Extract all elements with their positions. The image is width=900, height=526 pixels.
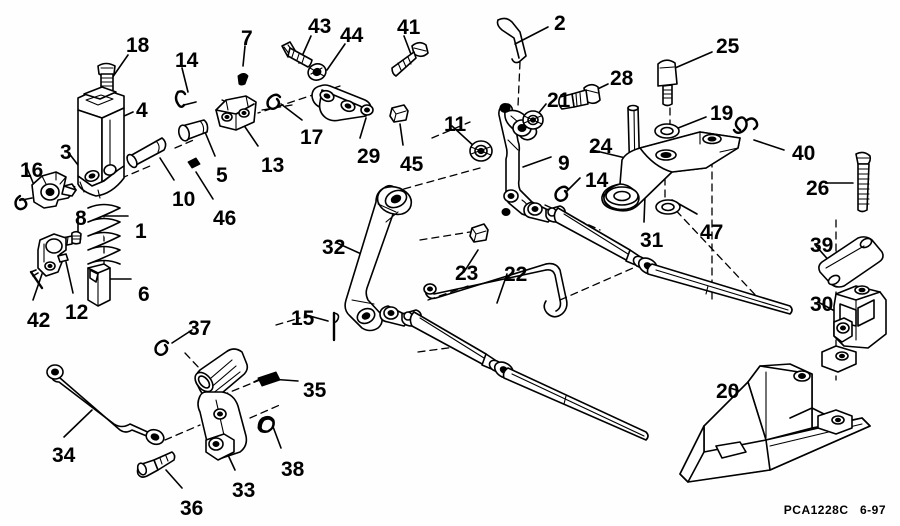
upper-rod-assembly: [523, 201, 793, 315]
lower-rod-assembly: [379, 305, 649, 441]
callout-14a: 14: [175, 49, 199, 72]
callout-19: 19: [710, 102, 734, 125]
part-22-link-rod: [423, 262, 568, 318]
part-5-sleeve: [177, 119, 209, 142]
callout-42: 42: [27, 309, 51, 332]
callout-4: 4: [136, 99, 148, 122]
callout-29: 29: [357, 145, 381, 168]
part-33-handle-grip: [194, 348, 249, 461]
callout-18: 18: [126, 34, 150, 57]
callout-37: 37: [188, 317, 212, 340]
callout-24: 24: [589, 135, 613, 158]
callout-16: 16: [20, 159, 44, 182]
callout-10: 10: [172, 188, 196, 211]
callout-44: 44: [340, 24, 364, 47]
callout-11: 11: [444, 113, 467, 136]
callout-9: 9: [558, 152, 570, 175]
part-42-cotter-pin: [29, 269, 44, 290]
diagram-footer-code: PCA1228C 6-97: [783, 503, 886, 517]
part-13-lever-block: [215, 95, 257, 131]
callout-8: 8: [75, 207, 87, 230]
callout-46: 46: [213, 207, 237, 230]
callout-45: 45: [400, 153, 424, 176]
part-10-roller-pin: [126, 137, 167, 169]
part-36-pin: [136, 451, 176, 478]
part-32-bell-crank: [344, 184, 413, 332]
part-28-fitting: [558, 83, 601, 110]
callout-13: 13: [261, 154, 285, 177]
callout-12: 12: [65, 301, 89, 324]
part-21-bushing: [522, 110, 544, 130]
callout-5: 5: [216, 164, 228, 187]
callout-2: 2: [554, 12, 566, 35]
callout-23: 23: [455, 262, 479, 285]
callout-38: 38: [281, 458, 305, 481]
part-19-washer: [654, 123, 680, 139]
part-25-shoulder-screw: [657, 59, 678, 107]
callout-22: 22: [504, 263, 528, 286]
callout-43: 43: [308, 15, 332, 38]
callout-39: 39: [810, 234, 834, 257]
callout-6: 6: [138, 283, 150, 306]
part-9-shift-lever: [498, 103, 538, 216]
part-34-link-rod: [46, 364, 165, 446]
part-26-screw: [855, 151, 872, 213]
part-2-rod-hook: [496, 17, 527, 64]
callout-14b: 14: [585, 169, 609, 192]
part-30-bracket: [821, 285, 887, 373]
callout-21: 21: [547, 89, 571, 112]
callout-35: 35: [303, 379, 327, 402]
callout-47: 47: [700, 221, 724, 244]
part-37-retaining-clip: [154, 339, 170, 356]
part-1-spring: [87, 203, 121, 265]
part-20-mount-bracket: [679, 363, 871, 483]
part-12-clamp-block: [37, 233, 69, 277]
callout-7: 7: [241, 27, 253, 50]
part-16-clip: [14, 194, 33, 211]
part-17-retaining-clip: [266, 93, 282, 110]
callout-25: 25: [716, 35, 740, 58]
callout-28: 28: [610, 67, 634, 90]
callout-15: 15: [291, 307, 315, 330]
part-23-bushing: [469, 223, 489, 243]
callout-1: 1: [135, 220, 147, 243]
part-35-pin: [253, 371, 281, 387]
part-11-bushing: [469, 140, 493, 162]
part-41-bolt: [391, 41, 429, 77]
part-14b-retaining-clip: [554, 185, 570, 202]
callout-33: 33: [232, 479, 256, 502]
part-31-bracket-arm: [601, 131, 741, 212]
part-43-screw: [281, 41, 313, 68]
part-38-washer: [257, 415, 275, 433]
part-44-washer: [307, 63, 327, 81]
part-15-cotter-pin: [332, 311, 340, 342]
part-29-link-arm: [311, 84, 374, 122]
callout-32: 32: [322, 236, 346, 259]
part-14a-retaining-clip: [174, 90, 197, 108]
callout-17: 17: [300, 126, 324, 149]
callout-20: 20: [716, 380, 740, 403]
part-39-plate: [818, 236, 884, 288]
part-4-housing: [77, 86, 125, 199]
callout-40: 40: [792, 142, 816, 165]
callout-41: 41: [397, 16, 421, 39]
part-45-bushing: [389, 104, 409, 123]
part-7-pin: [237, 73, 249, 86]
part-47-washer: [655, 199, 681, 215]
part-6-block: [87, 263, 111, 307]
callout-30: 30: [810, 293, 834, 316]
callout-34: 34: [52, 444, 76, 467]
callout-31: 31: [640, 229, 664, 252]
part-3-clamp-block: [31, 171, 77, 209]
callout-26: 26: [806, 177, 830, 200]
callout-3: 3: [60, 141, 72, 164]
part-46-pin: [187, 157, 201, 169]
callout-36: 36: [180, 497, 204, 520]
part-40-retaining-clip: [732, 116, 759, 134]
